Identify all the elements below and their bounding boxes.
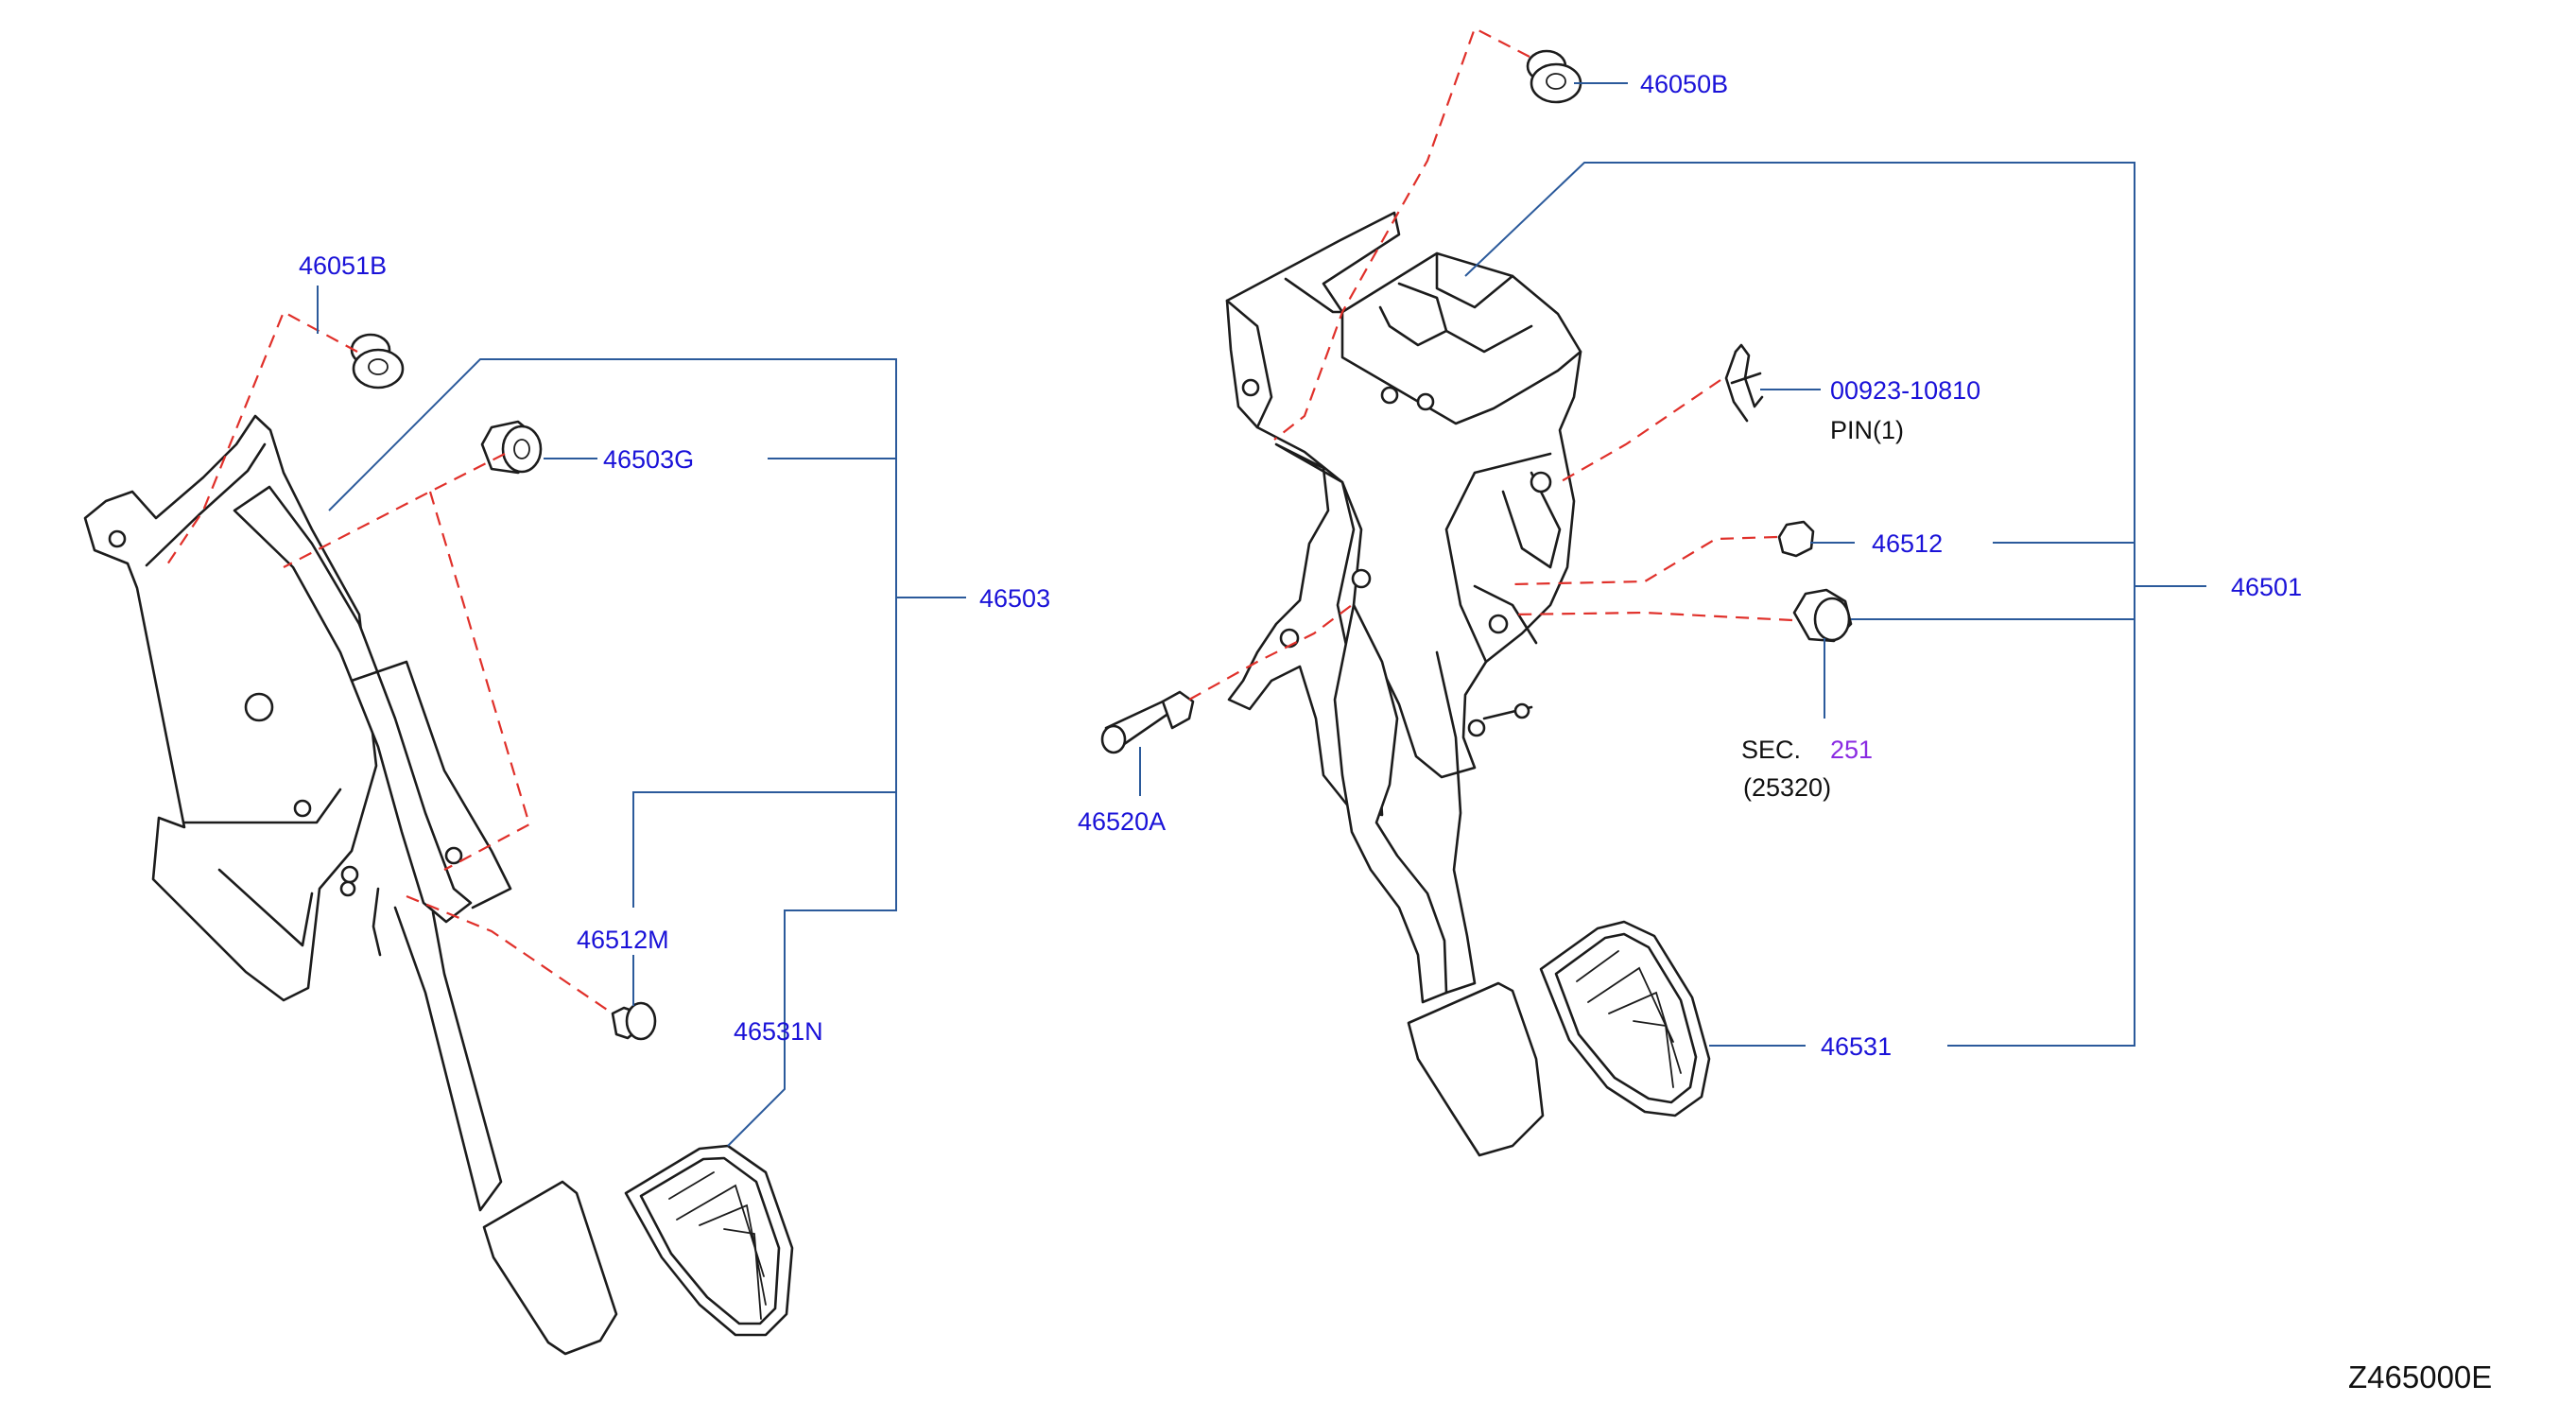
link-sec-251[interactable]: 251 [1830, 736, 1873, 764]
label-sec-prefix: SEC. [1741, 736, 1801, 764]
label-46531: 46531 [1821, 1032, 1892, 1061]
right-pedal-assembly [1225, 211, 1582, 1157]
right-pad-46531 [1539, 920, 1711, 1117]
hidden-lines [164, 26, 1793, 1014]
label-46520A: 46520A [1078, 807, 1166, 836]
diagram-id: Z465000E [2348, 1360, 2492, 1394]
left-pad-46531N [624, 1144, 794, 1337]
nut-46051B-shape [350, 333, 405, 390]
label-46503G: 46503G [603, 445, 694, 474]
label-00923-10810: 00923-10810 [1830, 376, 1980, 405]
label-46501: 46501 [2231, 573, 2302, 601]
pin-00923-10810-shape [1724, 343, 1764, 423]
part-labels: 46051B 46503G 46503 46512M 46531N 46050B… [299, 70, 2492, 1394]
leader-lines [317, 82, 2206, 1147]
label-46050B: 46050B [1640, 70, 1728, 98]
label-pin-name: PIN(1) [1830, 416, 1904, 444]
stopper-46512-shape [1777, 520, 1815, 558]
label-sec-sub: (25320) [1743, 773, 1831, 802]
label-46531N: 46531N [734, 1017, 823, 1046]
left-pedal-bracket [83, 414, 378, 1002]
nut-46050B-shape [1526, 49, 1582, 104]
left-pedal-assembly [83, 414, 618, 1356]
label-46512M: 46512M [577, 926, 669, 954]
left-pedal-arm [233, 485, 473, 924]
right-pedal-pad [1407, 981, 1545, 1157]
bushing-46503G-shape [480, 420, 543, 475]
stopper-46512M-shape [611, 1001, 657, 1041]
label-46051B: 46051B [299, 251, 387, 280]
switch-sec251-shape [1792, 588, 1853, 643]
label-46512: 46512 [1872, 529, 1943, 558]
label-46503: 46503 [979, 584, 1050, 613]
right-pedal-bracket [1225, 211, 1582, 779]
left-pedal-pad [482, 1180, 618, 1356]
clevis-pin-46520A-shape [1100, 690, 1195, 754]
